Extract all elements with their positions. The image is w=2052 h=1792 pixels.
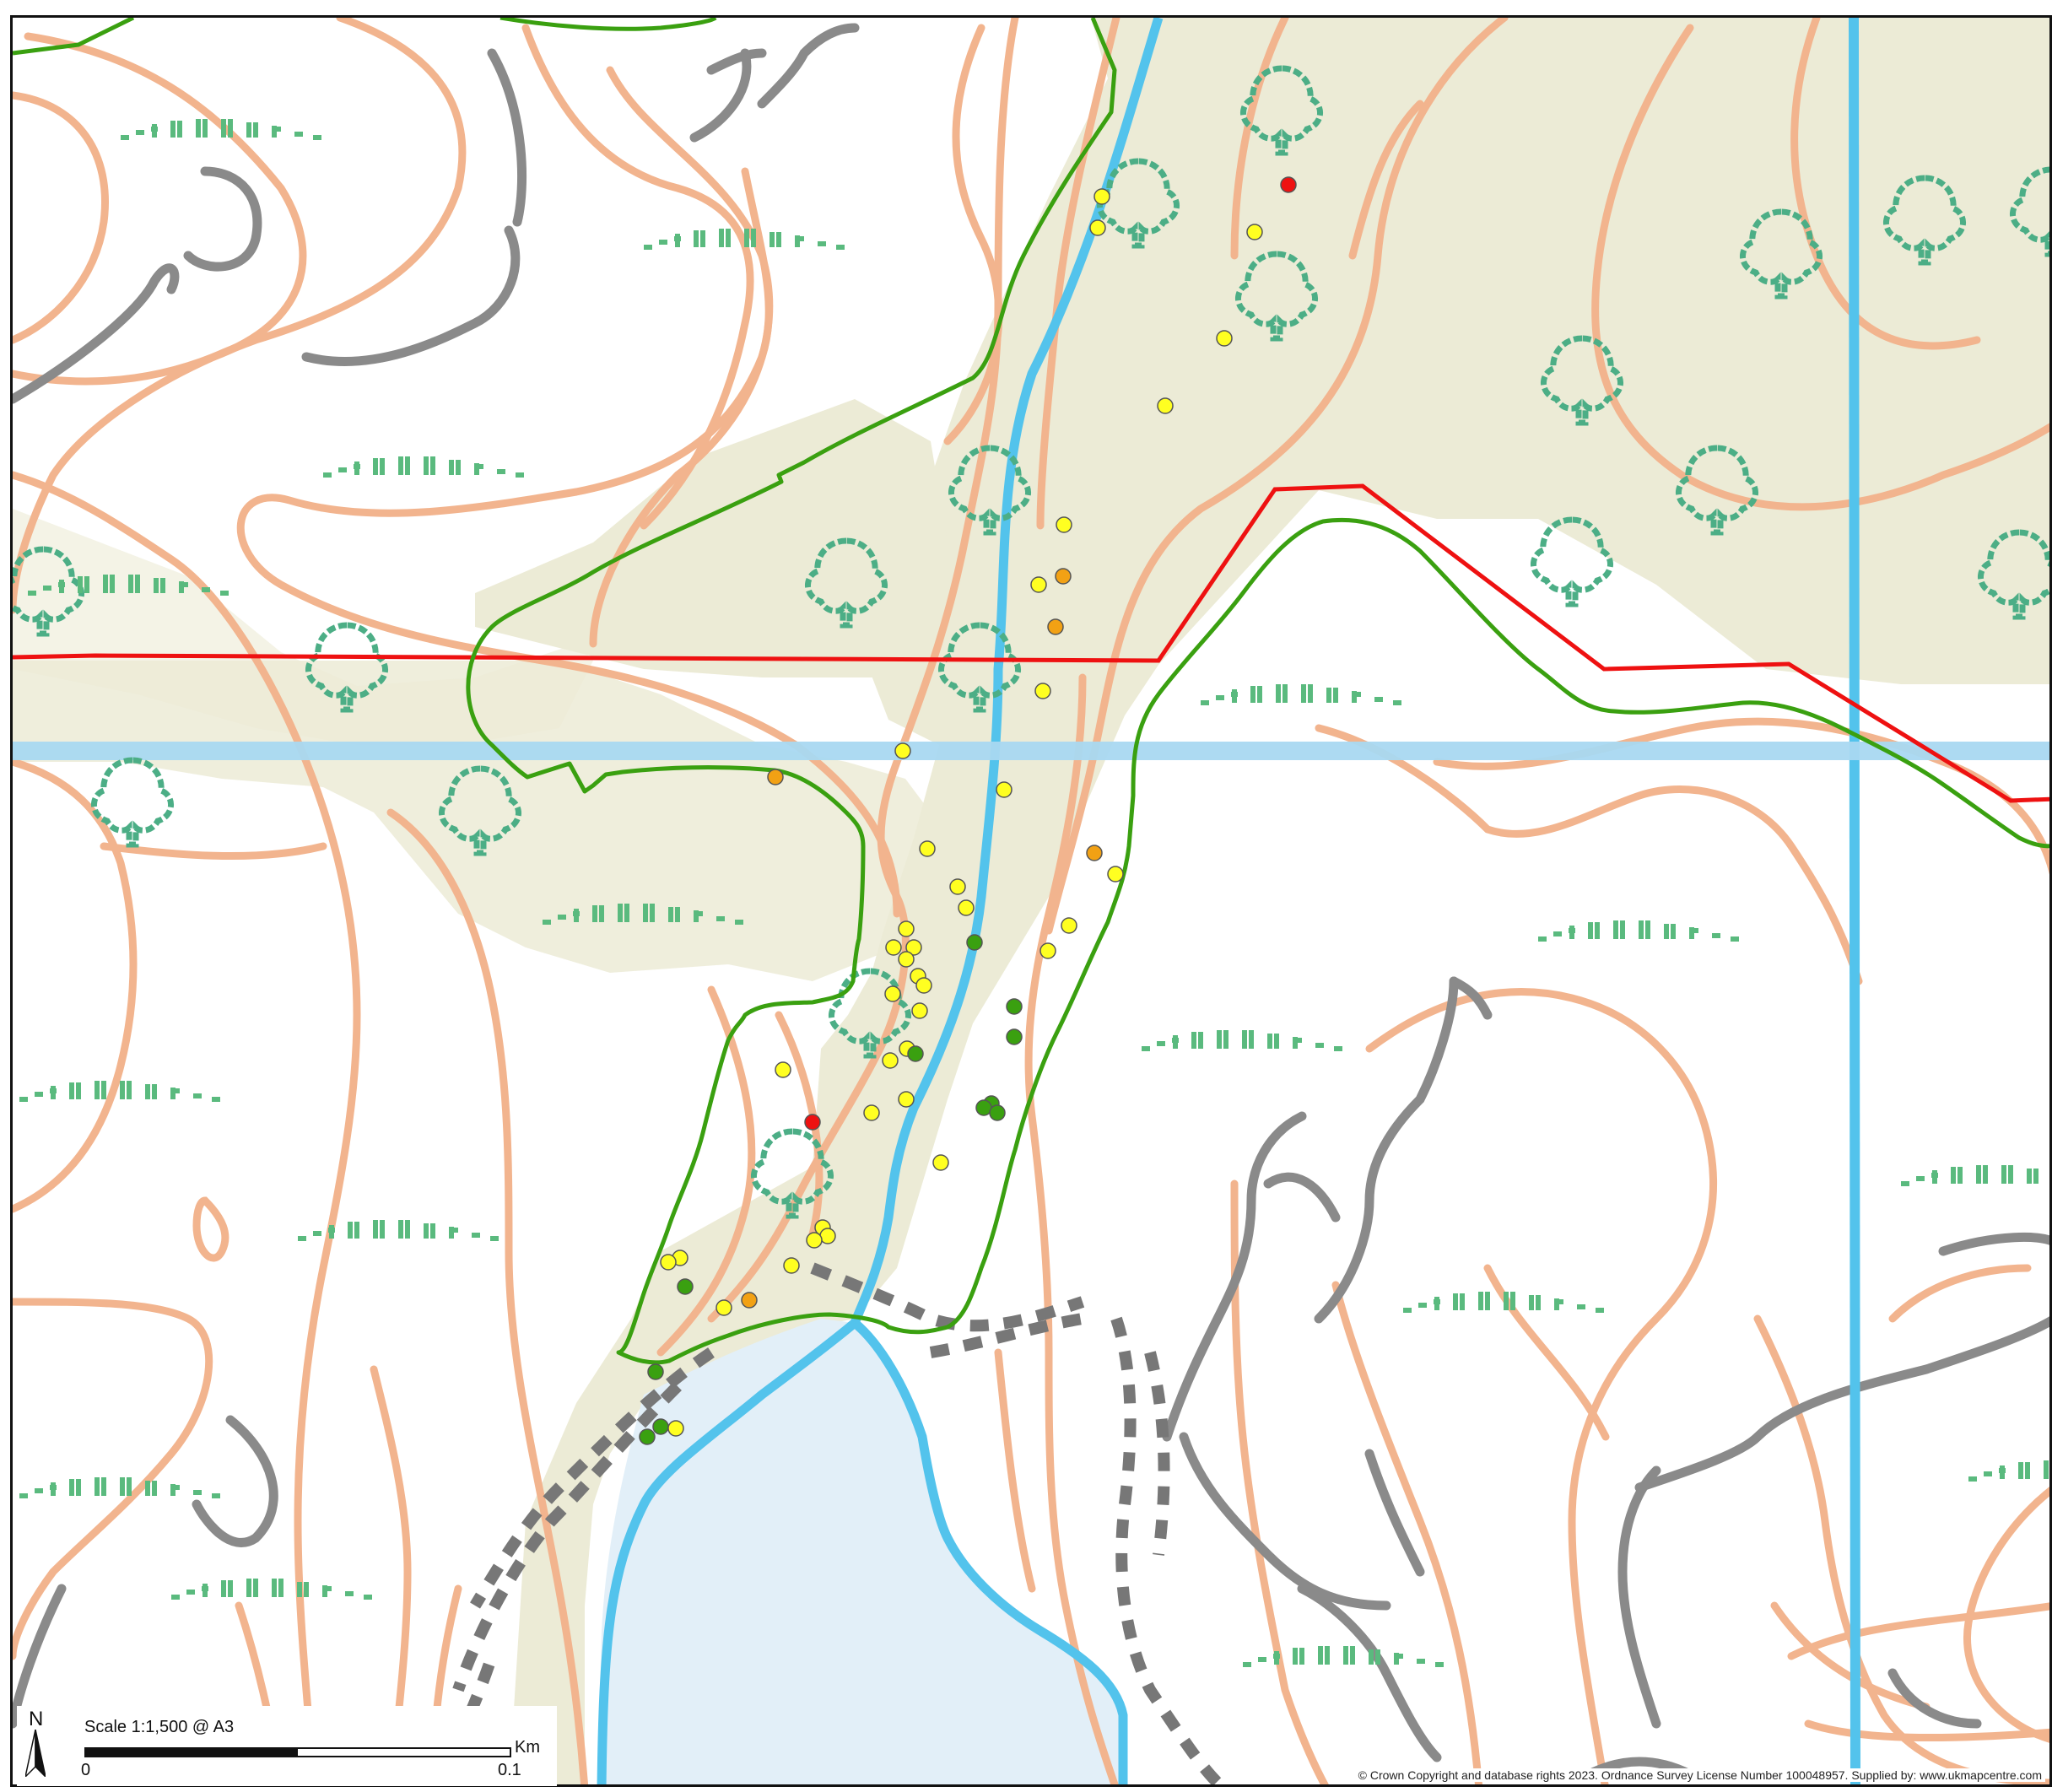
survey-point-orange — [767, 769, 784, 785]
survey-point-yellow — [775, 1061, 791, 1078]
survey-point-yellow — [932, 1154, 949, 1171]
survey-point-red — [1280, 176, 1297, 193]
scale-panel — [17, 1706, 557, 1786]
survey-point-yellow — [1094, 188, 1110, 205]
survey-point-yellow — [898, 1091, 915, 1108]
survey-point-green — [989, 1104, 1006, 1121]
survey-point-yellow — [894, 742, 911, 759]
survey-point-yellow — [905, 939, 922, 956]
scale-label: Scale 1:1,500 @ A3 — [84, 1718, 235, 1736]
survey-point-yellow — [919, 840, 936, 857]
scale-end: 0.1 — [498, 1761, 521, 1779]
marsh-icon — [1142, 1030, 1342, 1049]
map-canvas[interactable] — [10, 15, 2052, 1787]
marsh-icon — [1243, 1646, 1444, 1665]
survey-point-yellow — [911, 1002, 928, 1019]
survey-point-yellow — [882, 1052, 899, 1069]
survey-point-yellow — [1040, 942, 1056, 959]
survey-point-yellow — [819, 1228, 836, 1244]
marsh-icon — [1901, 1165, 2052, 1184]
survey-point-orange — [1086, 845, 1103, 861]
loch-water — [597, 1319, 1125, 1784]
survey-point-green — [652, 1418, 669, 1435]
north-arrow-icon — [25, 1730, 46, 1777]
survey-point-orange — [1047, 618, 1064, 635]
survey-point-yellow — [863, 1104, 880, 1121]
marsh-icon — [19, 1081, 220, 1099]
survey-point-yellow — [949, 878, 966, 895]
survey-point-yellow — [996, 781, 1012, 798]
survey-point-orange — [741, 1292, 758, 1309]
survey-point-yellow — [660, 1254, 677, 1271]
survey-point-yellow — [915, 977, 932, 994]
marsh-icon — [171, 1579, 372, 1597]
site-boundary-red — [13, 483, 2049, 803]
contour-lines — [13, 18, 2049, 1784]
survey-point-yellow — [1034, 683, 1051, 699]
scale-bar — [84, 1747, 511, 1757]
survey-point-yellow — [1056, 516, 1072, 533]
woodland-area — [13, 18, 2049, 1784]
survey-points[interactable] — [639, 176, 1297, 1445]
north-label: N — [29, 1708, 44, 1730]
marsh-icon — [644, 229, 845, 247]
survey-point-yellow — [783, 1257, 800, 1274]
marsh-icon — [1538, 920, 1739, 939]
marsh-icon — [19, 1477, 220, 1496]
survey-point-yellow — [667, 1420, 684, 1437]
survey-point-yellow — [806, 1232, 823, 1249]
scale-unit: Km — [515, 1738, 540, 1757]
survey-boundary-green — [13, 18, 2049, 1365]
stream-lines — [597, 18, 1860, 1784]
survey-point-yellow — [898, 951, 915, 968]
survey-point-green — [639, 1428, 656, 1445]
survey-point-green — [966, 934, 983, 951]
survey-point-yellow — [1061, 917, 1077, 934]
marsh-icon — [1403, 1292, 1604, 1310]
copyright-notice: © Crown Copyright and database rights 20… — [1354, 1768, 2045, 1782]
survey-point-yellow — [898, 920, 915, 937]
survey-point-orange — [1055, 568, 1072, 585]
survey-point-yellow — [884, 985, 901, 1002]
marsh-icon — [323, 456, 524, 475]
survey-point-yellow — [1246, 224, 1263, 240]
survey-point-yellow — [1030, 576, 1047, 593]
survey-point-red — [804, 1114, 821, 1131]
track-lines — [13, 23, 2049, 1779]
survey-point-green — [907, 1045, 924, 1062]
survey-point-yellow — [1107, 866, 1124, 883]
survey-point-green — [1006, 998, 1023, 1015]
survey-point-yellow — [958, 899, 975, 916]
scale-start: 0 — [81, 1761, 91, 1779]
survey-point-yellow — [1216, 330, 1233, 347]
survey-point-green — [647, 1363, 664, 1380]
marsh-icon — [121, 119, 321, 138]
survey-point-yellow — [1089, 219, 1106, 236]
survey-point-yellow — [885, 939, 902, 956]
marsh-icon — [1201, 684, 1401, 703]
marsh-icon — [1968, 1460, 2052, 1479]
survey-point-yellow — [716, 1299, 732, 1316]
survey-point-green — [677, 1278, 694, 1295]
survey-point-yellow — [1157, 397, 1174, 414]
survey-point-green — [1006, 1028, 1023, 1045]
